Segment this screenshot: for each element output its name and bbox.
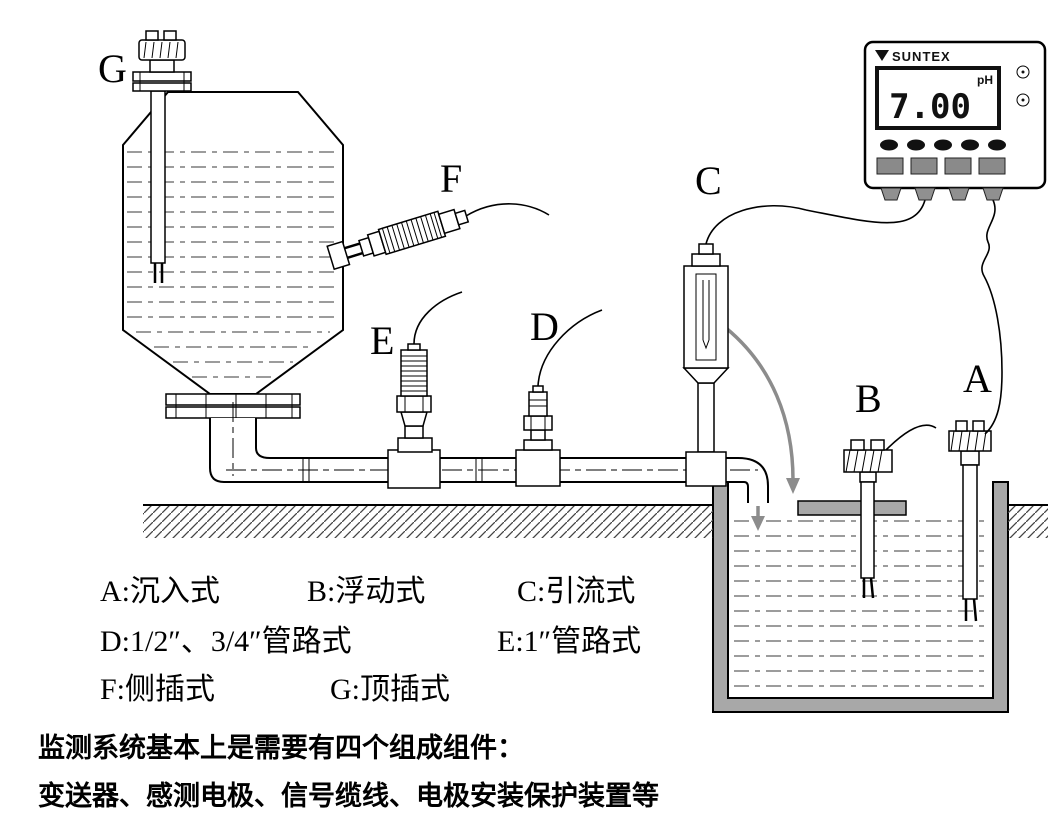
flow-arrows: [724, 326, 800, 531]
tank-liquid-lines: [127, 151, 339, 378]
footer-line1: 监测系统基本上是需要有四个组成组件：: [38, 732, 524, 763]
label-b: B: [855, 376, 882, 421]
ground: [143, 504, 1048, 538]
footer-line2: 变送器、感测电极、信号缆线、电极安装保护装置等: [38, 780, 659, 811]
meter-button-4: [961, 139, 979, 151]
label-c: C: [695, 158, 722, 203]
cable-gland-3: [948, 187, 970, 201]
pool: [712, 481, 1009, 713]
terminal-4: [978, 157, 1006, 175]
terminal-3: [944, 157, 972, 175]
meter-button-1: [880, 139, 898, 151]
meter-dial-icon-top: [1016, 65, 1030, 79]
cable-c: [705, 204, 807, 245]
lcd-display: [875, 66, 1001, 130]
label-g: G: [98, 46, 127, 91]
cable-gland-4: [982, 187, 1004, 201]
legend-f: F:侧插式: [100, 673, 215, 706]
meter-dial-icon-bottom: [1016, 93, 1030, 107]
meter-brand: SUNTEX: [892, 49, 951, 64]
float-plate: [797, 500, 907, 516]
cable-f: [465, 203, 550, 217]
electrode-e: [387, 291, 463, 489]
cable-gland-2: [914, 187, 936, 201]
suntex-logo-icon: [875, 50, 889, 61]
electrode-b: [797, 424, 937, 599]
pipework: [209, 402, 769, 504]
label-a: A: [963, 356, 992, 401]
lcd-unit: pH: [977, 73, 993, 87]
electrode-c: [682, 204, 807, 487]
label-f: F: [440, 156, 462, 201]
cable-b: [885, 424, 937, 451]
cable-d: [537, 309, 603, 387]
legend: A:沉入式 B:浮动式 C:引流式 D:1/2″、3/4″管路式 E:1″管路式…: [100, 575, 641, 706]
wire-right: [981, 199, 1003, 435]
label-e: E: [370, 318, 394, 363]
electrode-d: [515, 309, 603, 487]
legend-d: D:1/2″、3/4″管路式: [100, 625, 352, 658]
footer-notes: 监测系统基本上是需要有四个组成组件： 变送器、感测电极、信号缆线、电极安装保护装…: [38, 732, 659, 811]
legend-c: C:引流式: [517, 575, 635, 608]
legend-g: G:顶插式: [330, 673, 450, 706]
terminal-1: [876, 157, 904, 175]
legend-b: B:浮动式: [307, 575, 425, 608]
electrode-a: [948, 420, 992, 622]
terminal-2: [910, 157, 938, 175]
meter-button-3: [934, 139, 952, 151]
label-d: D: [530, 304, 559, 349]
legend-a: A:沉入式: [100, 575, 220, 608]
ph-transmitter: SUNTEX 7.00 pH: [805, 40, 1047, 435]
meter-button-2: [907, 139, 925, 151]
cable-gland-1: [880, 187, 902, 201]
lcd-value: 7.00: [889, 87, 971, 127]
legend-e: E:1″管路式: [497, 625, 641, 658]
electrode-g: [132, 30, 192, 283]
cable-e: [413, 291, 463, 345]
wire-left: [805, 199, 926, 224]
meter-button-5: [988, 139, 1006, 151]
electrode-f: [326, 208, 470, 271]
